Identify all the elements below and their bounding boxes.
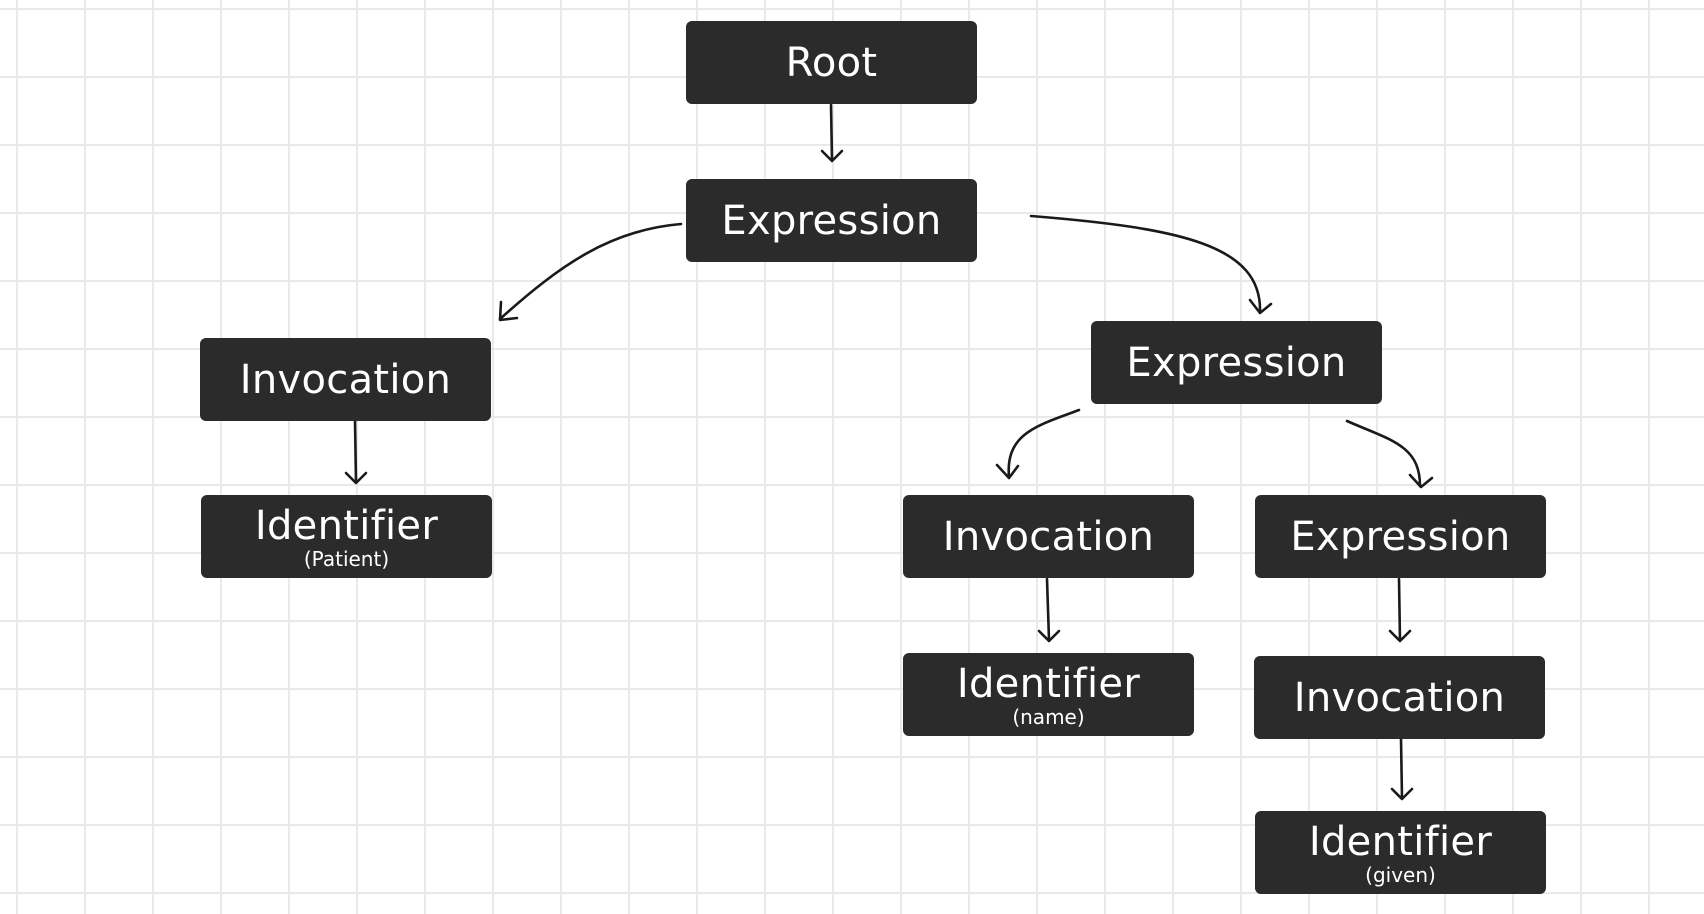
node-identifier-name[interactable]: Identifier (name) xyxy=(903,653,1194,736)
node-label: Invocation xyxy=(239,356,452,403)
edge-expression-invocation-lower xyxy=(1388,577,1412,643)
edge-invocation-identifier-lower xyxy=(1390,737,1414,801)
node-sublabel: (Patient) xyxy=(303,547,390,571)
node-label: Root xyxy=(785,39,878,86)
node-expression-lower[interactable]: Expression xyxy=(1255,495,1546,578)
node-invocation-middle[interactable]: Invocation xyxy=(903,495,1194,578)
node-label: Expression xyxy=(1290,513,1511,560)
node-label: Identifier xyxy=(956,661,1141,707)
node-root[interactable]: Root xyxy=(686,21,977,104)
node-label: Identifier xyxy=(254,503,439,549)
node-identifier-patient[interactable]: Identifier (Patient) xyxy=(201,495,492,578)
node-expression-top[interactable]: Expression xyxy=(686,179,977,262)
edge-expression-expression-right xyxy=(1029,214,1273,315)
node-invocation-left[interactable]: Invocation xyxy=(200,338,491,421)
node-label: Identifier xyxy=(1308,819,1493,865)
edge-root-expression xyxy=(820,103,844,163)
node-label: Expression xyxy=(721,197,942,244)
edge-invocation-identifier-middle xyxy=(1037,577,1061,643)
node-invocation-lower[interactable]: Invocation xyxy=(1254,656,1545,739)
node-expression-right[interactable]: Expression xyxy=(1091,321,1382,404)
edge-invocation-identifier-left xyxy=(344,419,368,485)
node-identifier-given[interactable]: Identifier (given) xyxy=(1255,811,1546,894)
node-sublabel: (name) xyxy=(1012,705,1085,729)
node-sublabel: (given) xyxy=(1365,863,1436,887)
edge-expression-invocation-middle xyxy=(995,408,1081,480)
node-label: Expression xyxy=(1126,339,1347,386)
edge-expression-invocation-left xyxy=(498,222,683,322)
node-label: Invocation xyxy=(1293,674,1506,721)
edge-expression-expression-lower xyxy=(1345,419,1434,489)
node-label: Invocation xyxy=(942,513,1155,560)
